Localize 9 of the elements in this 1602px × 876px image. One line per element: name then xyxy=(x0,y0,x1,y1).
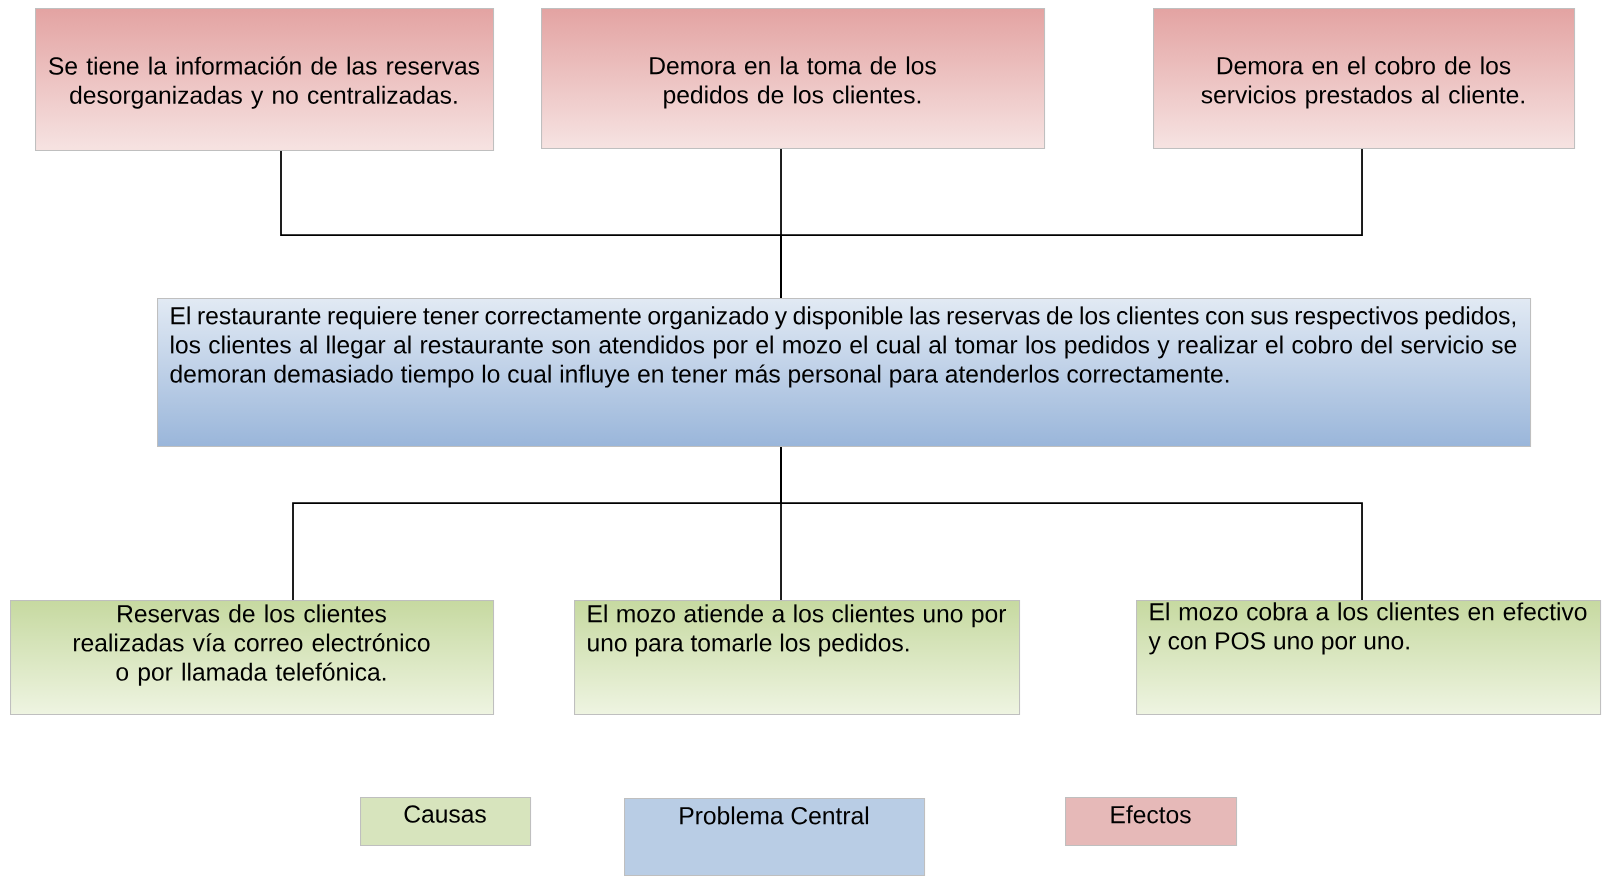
effect-box: Demora en el cobro de los servicios prestados al cliente. xyxy=(1153,8,1576,150)
effect-box: Demora en la toma de los pedidos de los clientes. xyxy=(541,8,1046,150)
cause-box: El mozo cobra a los clientes en efectivo y con POS uno por uno. xyxy=(1136,600,1602,716)
cause-box: Reservas de los clientes realizadas vía correo electrónico o por llamada telefónica. xyxy=(10,600,495,716)
effect-box: Se tiene la información de las reservas desorganizadas y no centralizadas. xyxy=(35,8,495,152)
connector-line xyxy=(780,148,1363,299)
connector-line xyxy=(780,446,1363,601)
cause-box: El mozo atiende a los clientes uno por uno para tomarle los pedidos. xyxy=(574,600,1021,716)
problem-box: El restaurante requiere tener correctamente organizado y disponible las reservas de los clientes con sus respectivos pedidos, los clientes al llegar al restaurante son atendidos por el mozo el cual al tomar los pedidos y realizar el cobro del servicio se demoran demasiado tiempo lo cual influye en tener más personal para atenderlos correctamente. xyxy=(157,298,1532,448)
